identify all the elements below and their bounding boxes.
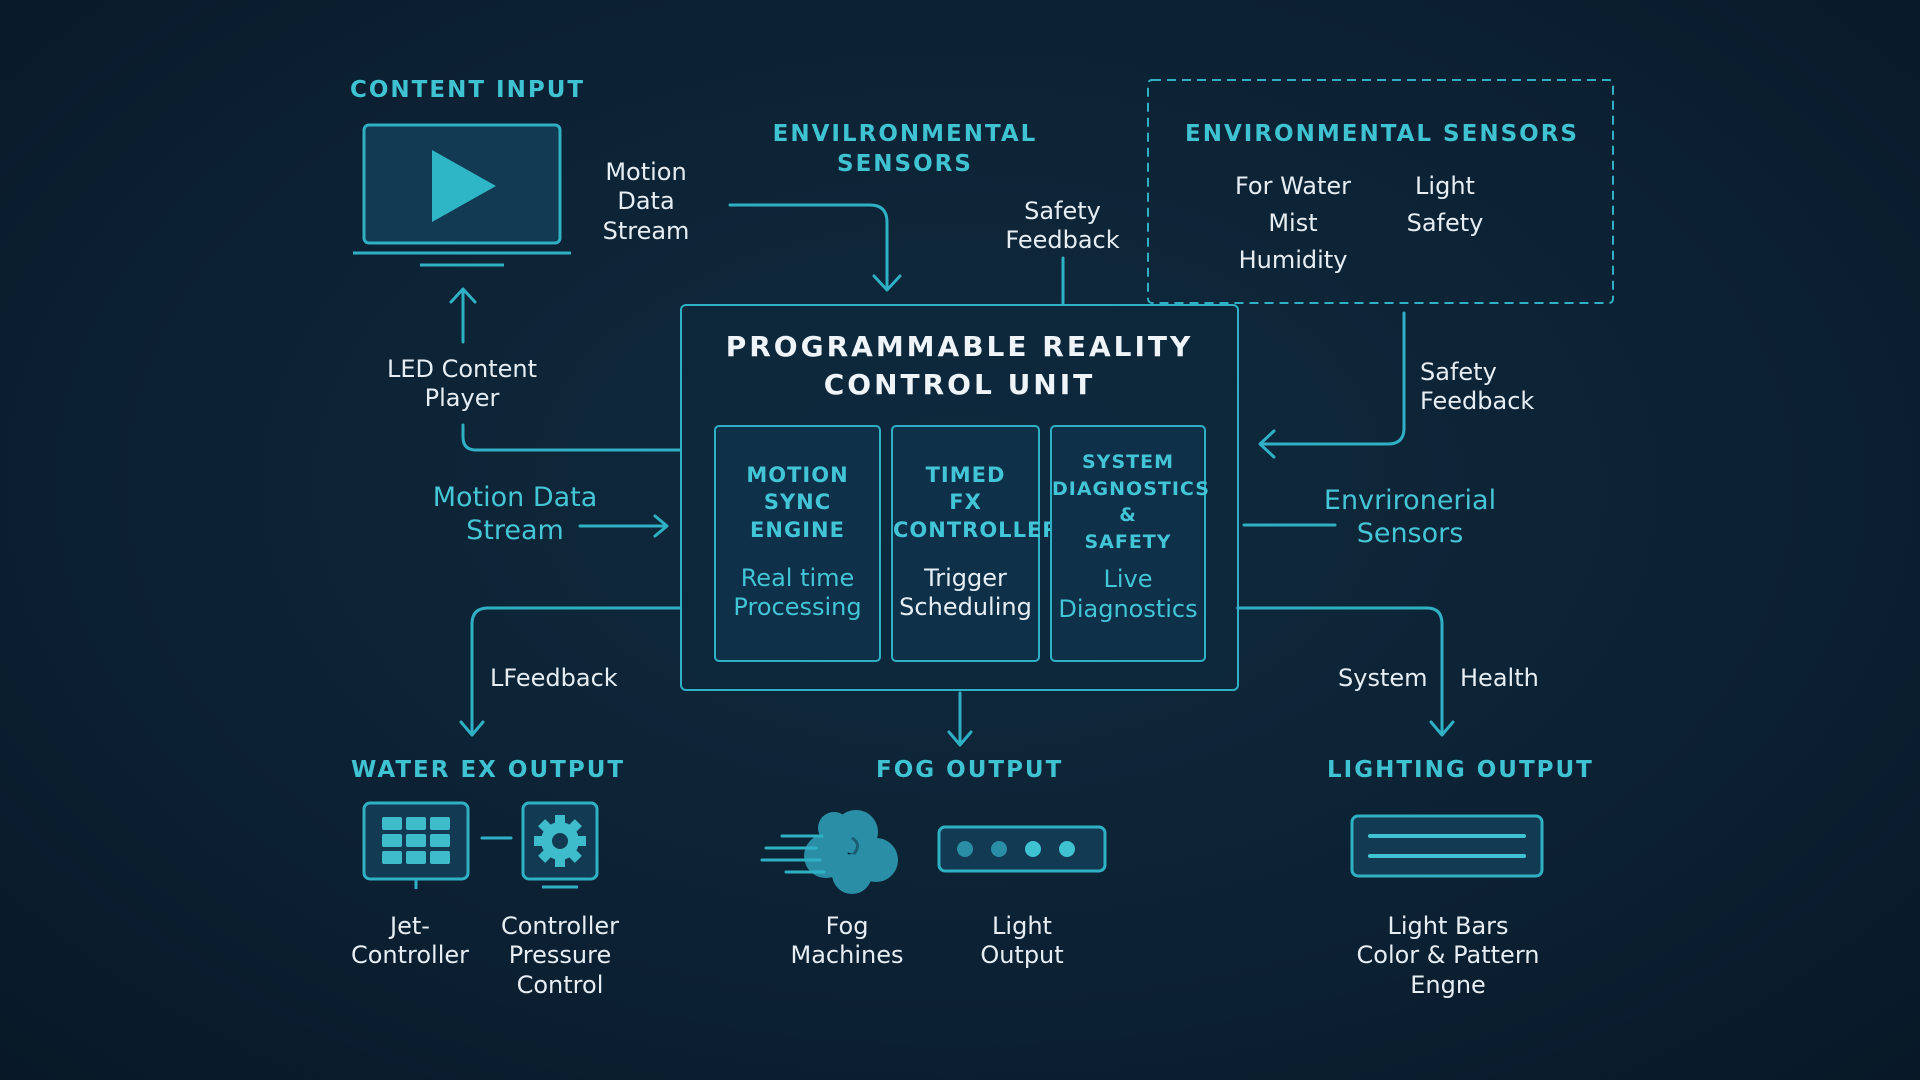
module-title: SYSTEM DIAGNOSTICS & SAFETY [1052, 451, 1210, 553]
fog-machines-label: Fog Machines [790, 912, 904, 970]
env-sensors-box-title: ENVIRONMENTAL SENSORS [1185, 121, 1579, 147]
env-sensors-items-left: For Water Mist Humidity [1234, 172, 1352, 275]
lighting-output-title: LIGHTING OUTPUT [1327, 757, 1594, 783]
module-desc: Trigger Scheduling [899, 563, 1032, 622]
env-sensors-right-label: Envrironerial Sensors [1323, 485, 1497, 549]
motion-stream-arrow [728, 203, 889, 290]
jet-controller-label: Jet- Controller [350, 912, 470, 970]
gear-icon[interactable] [520, 801, 602, 891]
motion-data-stream-left-label: Motion Data Stream [432, 482, 598, 546]
module-desc: Live Diagnostics [1058, 565, 1198, 623]
play-screen-icon[interactable] [352, 122, 572, 270]
control-unit-title: PROGRAMMABLE REALITY CONTROL UNIT [725, 330, 1194, 401]
module-desc: Real time Processing [733, 563, 862, 622]
module-diagnostics[interactable]: SYSTEM DIAGNOSTICS & SAFETY Live Diagnos… [1050, 425, 1210, 662]
led-to-cu-line [461, 423, 682, 452]
lighting-arrow [1235, 606, 1444, 735]
lfeedback-label: LFeedback [490, 664, 618, 692]
system-label: System [1338, 664, 1428, 692]
env-sensors-box [1147, 79, 1614, 304]
env-sensors-items-right: Light Safety [1406, 172, 1484, 238]
fog-cloud-icon[interactable] [760, 802, 902, 896]
module-timed-fx[interactable]: TIMED FX CONTROLLER Trigger Scheduling [891, 425, 1060, 662]
water-feedback-arrow [470, 606, 682, 735]
health-label: Health [1460, 664, 1539, 692]
sensor-feedback-arrow [1260, 311, 1406, 446]
module-title: MOTION SYNC ENGINE [746, 463, 849, 542]
light-dots-icon[interactable] [937, 825, 1107, 873]
module-motion-sync[interactable]: MOTION SYNC ENGINE Real time Processing [714, 425, 881, 662]
control-unit[interactable]: PROGRAMMABLE REALITY CONTROL UNIT MOTION… [680, 304, 1239, 691]
led-content-player-label: LED Content Player [386, 355, 538, 413]
module-title: TIMED FX CONTROLLER [893, 463, 1060, 542]
fog-output-title: FOG OUTPUT [876, 757, 1064, 783]
light-bars-label: Light Bars Color & Pattern Engne [1356, 912, 1540, 999]
grid-panel-icon[interactable] [362, 801, 472, 891]
safety-feedback-right-label: Safety Feedback [1420, 358, 1535, 416]
water-output-title: WATER EX OUTPUT [351, 757, 626, 783]
light-output-label: Light Output [980, 912, 1064, 970]
pressure-control-label: Controller Pressure Control [500, 912, 620, 999]
motion-data-stream-label: Motion Data Stream [602, 158, 690, 245]
light-bars-icon[interactable] [1350, 814, 1544, 878]
env-sensors-top-title: ENVILRONMENTAL SENSORS [772, 121, 1038, 177]
safety-feedback-top-label: Safety Feedback [1005, 197, 1120, 255]
content-input-title: CONTENT INPUT [350, 77, 586, 103]
